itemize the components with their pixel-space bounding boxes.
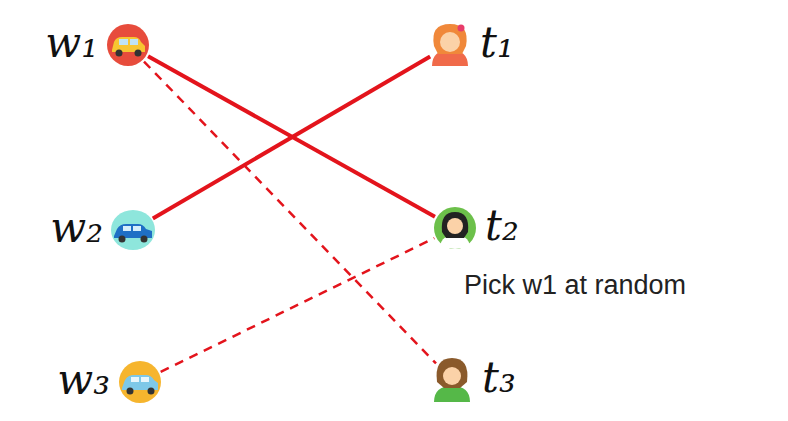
node-label: t₃ <box>482 357 516 399</box>
candidate-edge <box>161 238 435 372</box>
node-label: w₂ <box>50 207 103 249</box>
car-icon <box>107 24 149 66</box>
car-icon <box>111 210 155 250</box>
icon-node: w₁ <box>106 23 150 67</box>
node-label: w₃ <box>57 359 110 401</box>
icon-node: t₁ <box>428 23 472 67</box>
matched-edge <box>153 57 430 219</box>
icon-node: t₂ <box>433 206 477 250</box>
icon-node: w₃ <box>118 360 162 404</box>
node-label: t₁ <box>480 22 514 64</box>
candidate-edge <box>144 62 436 364</box>
icon-node: t₃ <box>430 358 474 402</box>
node-label: w₁ <box>45 22 98 64</box>
car-icon <box>119 361 161 403</box>
node-label: t₂ <box>485 205 519 247</box>
person-icon <box>434 207 476 249</box>
person-icon <box>432 24 468 66</box>
note-label: Pick w1 at random <box>462 270 688 301</box>
person-icon <box>434 358 470 402</box>
icon-node: w₂ <box>111 208 155 252</box>
